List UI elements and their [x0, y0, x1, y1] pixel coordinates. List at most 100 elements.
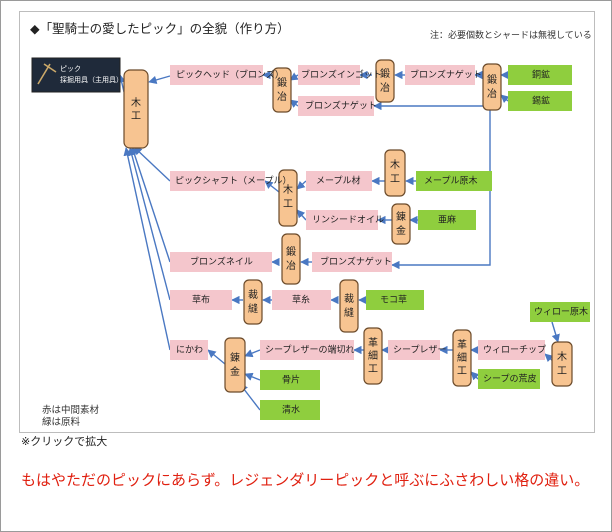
process-sew-2[interactable]: 裁 縫	[339, 279, 359, 333]
proc-smelt3-c1: 鍛	[487, 73, 497, 86]
node-sheep-leather-scraps[interactable]: シープレザーの端切れ	[260, 340, 354, 360]
node-tin-ore[interactable]: 錫鉱	[508, 91, 572, 111]
edge-willowlog-to-woodwork4	[551, 321, 560, 343]
process-woodwork-3[interactable]: 木 工	[384, 149, 406, 197]
pick-icon	[37, 63, 57, 85]
label-tin-ore: 錫鉱	[532, 95, 550, 107]
label-bronze-nugget-3: ブロンズナゲット	[320, 256, 392, 268]
proc-ww-main-c2: 工	[131, 111, 141, 122]
edge-pickhead-to-woodwork	[148, 75, 171, 84]
proc-refine2-c2: 金	[230, 365, 240, 378]
label-clear-water: 清水	[282, 404, 300, 416]
process-woodwork-4[interactable]: 木 工	[551, 341, 573, 387]
pick-final-item[interactable]: ピック 採掘用具（主用具）	[31, 57, 123, 93]
label-pick-head: ピックヘッド（ブロンズ）	[176, 69, 284, 81]
node-pick-shaft[interactable]: ピックシャフト（メープル）	[170, 171, 291, 191]
edge-maple-to-woodwork2	[296, 180, 307, 190]
label-willow-chip: ウィローチップ	[483, 345, 546, 356]
node-bronze-nugget-top[interactable]: ブロンズナゲット	[405, 65, 482, 85]
legend-raw: 緑は原料	[42, 417, 81, 428]
crafting-diagram[interactable]: ◆「聖騎士の愛したピック」の全貌（作り方） 注：必要個数とシャードは無視している	[19, 11, 595, 433]
proc-sew2-c1: 裁	[344, 292, 354, 305]
label-sheep-leather-scraps: シープレザーの端切れ	[265, 344, 354, 356]
proc-smelt2-c2: 冶	[380, 81, 390, 94]
label-willow-log: ウィロー原木	[534, 306, 588, 318]
node-maple-lumber[interactable]: メープル材	[306, 171, 372, 191]
proc-sew1-c2: 縫	[248, 302, 258, 315]
edge-woodwork2-to-shaft	[264, 180, 280, 193]
proc-smelt2-c1: 鍛	[380, 67, 390, 80]
node-grass-thread[interactable]: 草糸	[272, 290, 331, 310]
node-moko-grass[interactable]: モコ草	[366, 290, 424, 310]
proc-ww4-c1: 木	[557, 351, 567, 363]
node-bone-fragment[interactable]: 骨片	[260, 370, 320, 390]
proc-leather1-c2: 細	[368, 349, 378, 362]
proc-leather2-c3: 工	[457, 366, 467, 377]
process-smelt-3[interactable]: 鍛 冶	[482, 63, 502, 111]
node-willow-log[interactable]: ウィロー原木	[530, 302, 590, 322]
edge-scraps-to-refine2	[244, 349, 261, 358]
label-moko-grass: モコ草	[380, 294, 407, 306]
pick-line2: 採掘用具（主用具）	[60, 75, 123, 84]
label-grass-thread: 草糸	[292, 294, 310, 306]
node-bronze-ingot[interactable]: ブロンズインゴット	[298, 65, 382, 85]
label-flax: 亜麻	[438, 214, 456, 226]
label-maple-lumber: メープル材	[316, 175, 360, 187]
proc-leather2-c2: 細	[457, 351, 467, 364]
node-grass-cloth[interactable]: 草布	[170, 290, 232, 310]
node-clear-water[interactable]: 清水	[260, 400, 320, 420]
label-sheep-hide: シープの荒皮	[483, 373, 536, 385]
process-sew-1[interactable]: 裁 縫	[243, 279, 263, 325]
node-bronze-rivet[interactable]: ブロンズネイル	[170, 252, 272, 272]
click-to-enlarge-note[interactable]: ※クリックで拡大	[21, 435, 108, 448]
edge-cloth-to-woodwork	[127, 147, 171, 301]
label-copper-ore: 銅鉱	[532, 69, 550, 81]
label-maple-log: メープル原木	[424, 175, 477, 187]
process-woodwork-main[interactable]: 木 工	[123, 69, 149, 149]
pick-line1: ピック	[60, 65, 81, 73]
node-pick-head[interactable]: ピックヘッド（ブロンズ）	[170, 65, 284, 85]
edge-refine2-to-glue	[207, 349, 226, 365]
label-bronze-nugget-2: ブロンズナゲット	[305, 100, 377, 112]
caption-text: もはやただのピックにあらず。レジェンダリーピックと呼ぶにふさわしい格の違い。	[21, 471, 590, 489]
proc-leather1-c3: 工	[368, 364, 378, 375]
process-smelt-1[interactable]: 鍛 冶	[272, 67, 292, 113]
process-leather-2[interactable]: 革 細 工	[452, 329, 472, 387]
label-bronze-nugget-top: ブロンズナゲット	[410, 69, 482, 81]
proc-refine1-c2: 金	[396, 224, 406, 237]
node-glue[interactable]: にかわ	[170, 340, 208, 360]
label-bronze-ingot: ブロンズインゴット	[301, 69, 382, 81]
edge-linseed-to-woodwork2	[296, 209, 307, 221]
legend-intermediate: 赤は中間素材	[42, 405, 100, 416]
node-sheep-hide[interactable]: シープの荒皮	[478, 369, 540, 389]
proc-refine2-c1: 錬	[230, 351, 240, 364]
proc-sew1-c1: 裁	[248, 288, 258, 301]
node-bronze-nugget-3[interactable]: ブロンズナゲット	[312, 252, 392, 272]
proc-ww3-c1: 木	[390, 159, 400, 171]
process-smelt-2[interactable]: 鍛 冶	[375, 59, 395, 103]
node-willow-chip[interactable]: ウィローチップ	[478, 340, 546, 360]
label-pick-shaft: ピックシャフト（メープル）	[175, 176, 291, 187]
label-glue: にかわ	[176, 345, 203, 356]
node-sheep-leather[interactable]: シープレザー	[388, 340, 446, 360]
proc-sew2-c2: 縫	[344, 306, 354, 319]
edge-nugget-feed-3	[391, 106, 491, 270]
node-copper-ore[interactable]: 銅鉱	[508, 65, 572, 85]
proc-ww3-c2: 工	[390, 174, 400, 185]
node-linseed-oil[interactable]: リンシードオイル	[306, 210, 384, 230]
process-smelt-4[interactable]: 鍛 冶	[281, 233, 301, 285]
label-bronze-rivet: ブロンズネイル	[190, 256, 253, 268]
process-refine-1[interactable]: 錬 金	[391, 203, 411, 245]
node-flax[interactable]: 亜麻	[418, 210, 476, 230]
proc-ww2-c2: 工	[283, 199, 293, 210]
node-maple-log[interactable]: メープル原木	[416, 171, 492, 191]
process-leather-1[interactable]: 革 細 工	[363, 327, 383, 385]
node-bronze-nugget-2[interactable]: ブロンズナゲット	[298, 96, 377, 116]
diagram-canvas: ピック 採掘用具（主用具） 木 工 鍛 冶 鍛 冶 鍛	[31, 57, 590, 420]
label-grass-cloth: 草布	[192, 294, 210, 306]
edge-rivet-to-woodwork	[130, 146, 171, 263]
process-woodwork-2[interactable]: 木 工	[278, 169, 298, 227]
process-refine-2[interactable]: 錬 金	[224, 337, 246, 393]
proc-leather2-c1: 革	[457, 338, 467, 351]
